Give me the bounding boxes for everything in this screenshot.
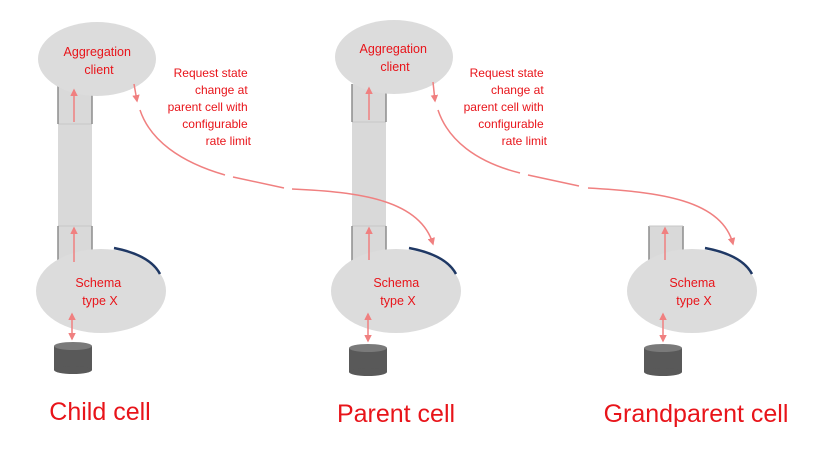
schema-arc bbox=[408, 246, 458, 275]
schema-arc bbox=[704, 246, 754, 275]
database-icon bbox=[349, 344, 387, 376]
schema-label: Schema type X bbox=[669, 276, 718, 308]
request-arrow-child-to-parent bbox=[132, 83, 435, 246]
request-arrow-segment bbox=[232, 176, 285, 189]
aggregation-client-ellipse bbox=[335, 20, 453, 94]
aggregation-client-label: Aggregation client bbox=[64, 45, 135, 77]
schema-label: Schema type X bbox=[373, 276, 422, 308]
request-arrow-segment bbox=[437, 109, 521, 174]
cell-caption: Grandparent cell bbox=[604, 400, 789, 428]
request-arrow-segment bbox=[430, 81, 439, 103]
request-arrow-segment bbox=[587, 187, 736, 246]
cell-child: Aggregation client Schema type X Child c… bbox=[36, 22, 166, 426]
request-arrow-segment bbox=[132, 83, 140, 103]
request-arrow-segment bbox=[527, 174, 580, 187]
aggregation-client-ellipse bbox=[38, 22, 156, 96]
schema-label: Schema type X bbox=[75, 276, 124, 308]
aggregation-client-label: Aggregation client bbox=[360, 42, 431, 74]
request-arrow-segment bbox=[291, 188, 435, 246]
cell-caption: Parent cell bbox=[337, 400, 455, 428]
cell-grandparent: Schema type X Grandparent cell bbox=[604, 225, 789, 428]
cell-caption: Child cell bbox=[49, 398, 150, 426]
child-column bbox=[58, 86, 92, 264]
request-note: Request state change at parent cell with… bbox=[168, 66, 252, 148]
database-icon bbox=[54, 342, 92, 374]
schema-ellipse bbox=[627, 249, 757, 333]
schema-arc bbox=[113, 246, 162, 275]
schema-ellipse bbox=[331, 249, 461, 333]
schema-ellipse bbox=[36, 249, 166, 333]
cell-parent: Aggregation client Schema type X Parent … bbox=[331, 20, 461, 428]
request-note: Request state change at parent cell with… bbox=[464, 66, 548, 148]
request-arrow-parent-to-grandparent bbox=[430, 81, 736, 246]
database-icon bbox=[644, 344, 682, 376]
request-arrow-segment bbox=[139, 109, 226, 176]
